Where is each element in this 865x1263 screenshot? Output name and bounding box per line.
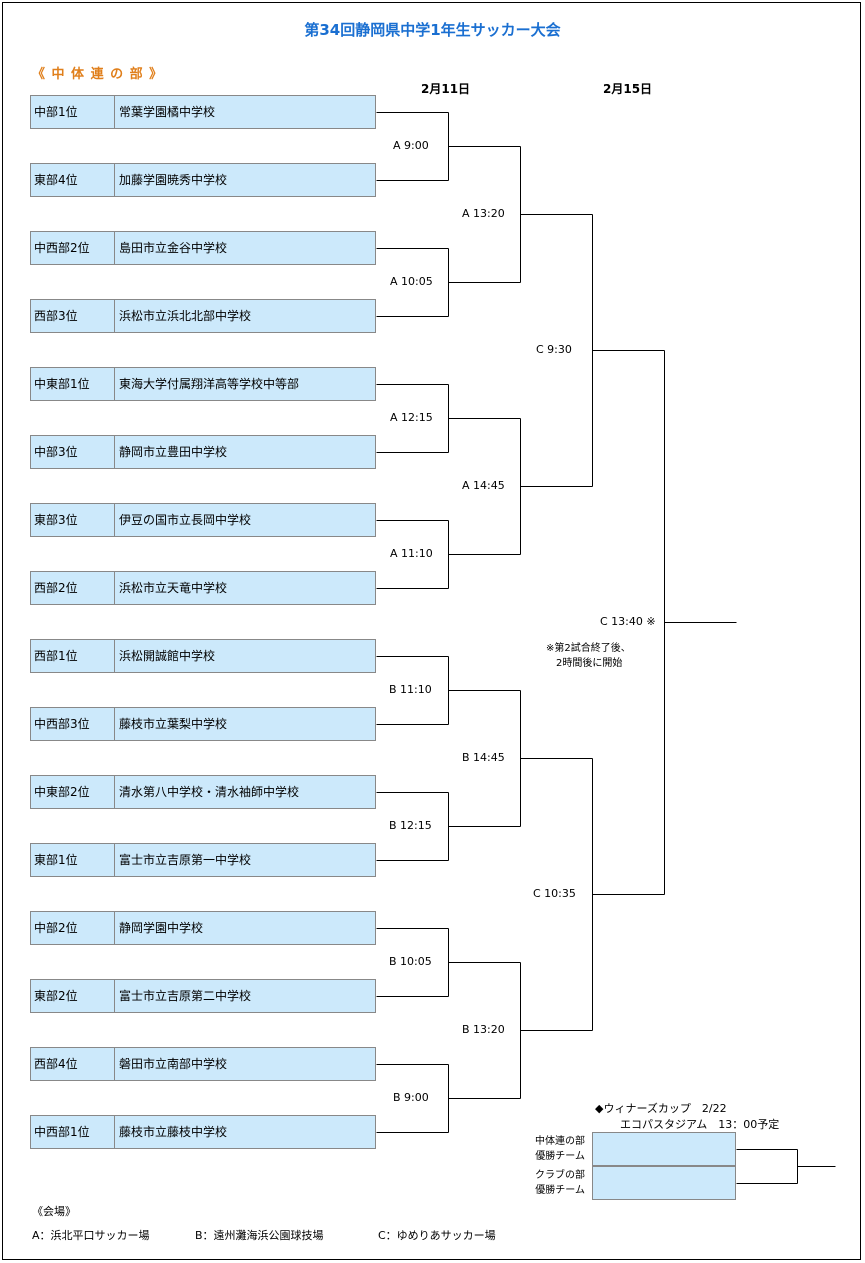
team-entry: 東部3位伊豆の国市立長岡中学校: [30, 503, 376, 537]
team-entry: 西部1位浜松開誠館中学校: [30, 639, 376, 673]
team-name: 伊豆の国市立長岡中学校: [119, 513, 252, 527]
match-time-r1: B 10:05: [389, 955, 432, 968]
team-entry: 中部1位常葉学園橘中学校: [30, 95, 376, 129]
team-rank: 東部1位: [31, 844, 115, 876]
team-rank: 東部2位: [31, 980, 115, 1012]
match-time-r2: B 14:45: [462, 751, 505, 764]
match-time-r1: A 9:00: [393, 139, 429, 152]
team-name: 東海大学付属翔洋高等学校中等部: [119, 377, 300, 391]
team-entry: 東部4位加藤学園暁秀中学校: [30, 163, 376, 197]
team-rank: 中東部2位: [31, 776, 115, 808]
team-entry: 中西部3位藤枝市立葉梨中学校: [30, 707, 376, 741]
team-entry: 中西部1位藤枝市立藤枝中学校: [30, 1115, 376, 1149]
match-time-r2: B 13:20: [462, 1023, 505, 1036]
team-rank: 西部3位: [31, 300, 115, 332]
team-name: 静岡市立豊田中学校: [119, 445, 228, 459]
team-entry: 西部2位浜松市立天竜中学校: [30, 571, 376, 605]
winner-box-club: [592, 1166, 736, 1200]
venue-b: B：遠州灘海浜公園球技場: [195, 1229, 324, 1242]
match-time-r2: A 13:20: [462, 207, 505, 220]
team-rank: 西部4位: [31, 1048, 115, 1080]
match-time-r1: A 12:15: [390, 411, 433, 424]
team-rank: 中東部1位: [31, 368, 115, 400]
match-time-r1: A 11:10: [390, 547, 433, 560]
venue-a: A：浜北平口サッカー場: [32, 1229, 150, 1242]
team-entry: 中東部2位清水第八中学校・清水袖師中学校: [30, 775, 376, 809]
match-time-final: C 13:40 ※: [600, 615, 656, 628]
match-time-r1: A 10:05: [390, 275, 433, 288]
section-title: 《 中 体 連 の 部 》: [32, 67, 164, 82]
team-name: 静岡学園中学校: [119, 921, 204, 935]
final-note-line: 2時間後に開始: [556, 658, 623, 669]
team-name: 富士市立吉原第二中学校: [119, 989, 252, 1003]
match-time-r1: B 12:15: [389, 819, 432, 832]
team-name: 富士市立吉原第一中学校: [119, 853, 252, 867]
team-name: 藤枝市立藤枝中学校: [119, 1125, 228, 1139]
team-rank: 中部1位: [31, 96, 115, 128]
team-name: 浜松市立浜北北部中学校: [119, 309, 252, 323]
team-name: 磐田市立南部中学校: [119, 1057, 228, 1071]
team-rank: 中西部1位: [31, 1116, 115, 1148]
match-time-semi: C 9:30: [536, 343, 572, 356]
date-round1: 2月11日: [421, 82, 471, 96]
team-name: 清水第八中学校・清水袖師中学校: [119, 785, 300, 799]
team-entry: 中東部1位東海大学付属翔洋高等学校中等部: [30, 367, 376, 401]
team-rank: 東部3位: [31, 504, 115, 536]
team-rank: 西部2位: [31, 572, 115, 604]
team-name: 藤枝市立葉梨中学校: [119, 717, 228, 731]
team-entry: 中部2位静岡学園中学校: [30, 911, 376, 945]
team-name: 加藤学園暁秀中学校: [119, 173, 228, 187]
match-time-r1: B 11:10: [389, 683, 432, 696]
team-rank: 中部3位: [31, 436, 115, 468]
winner-label-line: クラブの部: [535, 1170, 585, 1181]
winners-cup-title: ◆ウィナーズカップ 2/22: [595, 1102, 727, 1115]
winner-box-chutairen: [592, 1132, 736, 1166]
winner-label-chutairen: 中体連の部 優勝チーム: [515, 1134, 585, 1164]
team-rank: 東部4位: [31, 164, 115, 196]
team-entry: 中部3位静岡市立豊田中学校: [30, 435, 376, 469]
final-note: ※第2試合終了後、 2時間後に開始: [546, 641, 631, 671]
team-rank: 中西部2位: [31, 232, 115, 264]
final-note-line: ※第2試合終了後、: [546, 643, 631, 654]
team-name: 島田市立金谷中学校: [119, 241, 228, 255]
team-name: 常葉学園橘中学校: [119, 105, 216, 119]
match-time-r2: A 14:45: [462, 479, 505, 492]
date-round3: 2月15日: [603, 82, 653, 96]
winners-cup-venue: エコパスタジアム 13：00予定: [620, 1118, 780, 1131]
team-name: 浜松開誠館中学校: [119, 649, 216, 663]
match-time-semi: C 10:35: [533, 887, 576, 900]
team-name: 浜松市立天竜中学校: [119, 581, 228, 595]
winner-label-line: 優勝チーム: [535, 1151, 585, 1162]
venue-heading: 《会場》: [32, 1205, 76, 1218]
team-rank: 中部2位: [31, 912, 115, 944]
team-entry: 西部3位浜松市立浜北北部中学校: [30, 299, 376, 333]
team-rank: 中西部3位: [31, 708, 115, 740]
team-entry: 中西部2位島田市立金谷中学校: [30, 231, 376, 265]
match-time-r1: B 9:00: [393, 1091, 429, 1104]
team-rank: 西部1位: [31, 640, 115, 672]
winner-label-line: 中体連の部: [535, 1136, 585, 1147]
team-entry: 東部2位富士市立吉原第二中学校: [30, 979, 376, 1013]
winner-label-club: クラブの部 優勝チーム: [515, 1168, 585, 1198]
winner-label-line: 優勝チーム: [535, 1185, 585, 1196]
team-entry: 東部1位富士市立吉原第一中学校: [30, 843, 376, 877]
team-entry: 西部4位磐田市立南部中学校: [30, 1047, 376, 1081]
page-title: 第34回静岡県中学1年生サッカー大会: [304, 21, 561, 39]
venue-c: C：ゆめりあサッカー場: [378, 1229, 496, 1242]
